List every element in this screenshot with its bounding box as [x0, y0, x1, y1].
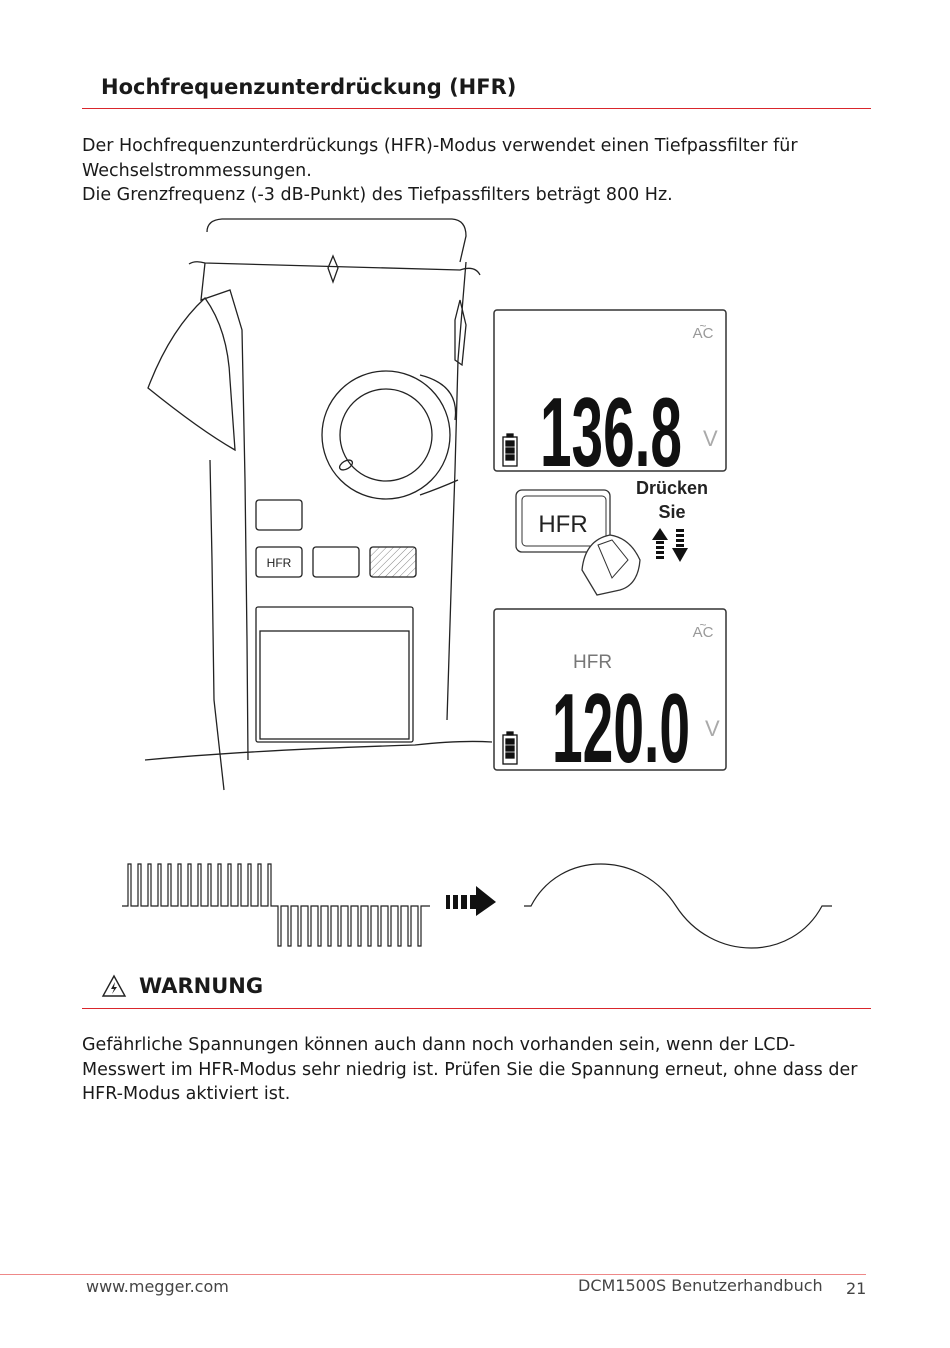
press-hfr-callout: HFR Drücken Sie: [515, 478, 708, 596]
title-divider: [82, 108, 871, 109]
arrow-right-icon: [446, 886, 496, 916]
lcd-display-after: AC ~ HFR 120.0 V: [493, 608, 727, 783]
finger-icon: [581, 534, 641, 596]
hatched-button[interactable]: [369, 546, 417, 578]
footer-divider: [0, 1274, 866, 1275]
warning-divider: [82, 1008, 871, 1009]
ac-indicator: AC: [693, 624, 714, 641]
intro-line: Wechselstrommessungen.: [82, 160, 312, 181]
svg-text:~: ~: [699, 618, 706, 632]
footer-manual-title: DCM1500S Benutzerhandbuch: [578, 1276, 823, 1295]
battery-icon: [502, 433, 518, 467]
footer-website[interactable]: www.megger.com: [86, 1277, 229, 1296]
warning-line: HFR-Modus aktiviert ist.: [82, 1084, 291, 1104]
hfr-illustration: HFR AC ~ 136.8 V HFR Drücken Sie: [122, 218, 832, 949]
sine-wave: [524, 863, 832, 949]
battery-icon: [502, 731, 518, 765]
intro-line: Der Hochfrequenzunterdrückungs (HFR)-Mod…: [82, 136, 798, 156]
intro-line: Die Grenzfrequenz (-3 dB-Punkt) des Tief…: [82, 185, 673, 205]
hfr-button-label: HFR: [267, 556, 292, 570]
press-instruction: Sie: [658, 502, 685, 522]
high-voltage-warning-icon: [101, 974, 127, 997]
clamp-meter-drawing: [144, 218, 493, 791]
svg-text:~: ~: [699, 319, 706, 333]
ac-indicator: AC: [693, 325, 714, 342]
warning-title: WARNUNG: [139, 974, 264, 998]
warning-line: Messwert im HFR-Modus sehr niedrig ist. …: [82, 1059, 858, 1080]
unit-label: V: [703, 426, 718, 451]
lcd-reading: 136.8: [540, 377, 682, 487]
lcd-reading: 120.0: [552, 673, 690, 783]
section-title: Hochfrequenzunterdrückung (HFR): [101, 75, 517, 99]
warning-paragraph: Gefährliche Spannungen können auch dann …: [82, 1033, 872, 1107]
intro-paragraph: Der Hochfrequenzunterdrückungs (HFR)-Mod…: [82, 134, 872, 208]
up-down-arrows-icon: [652, 528, 688, 562]
warning-heading: WARNUNG: [101, 974, 263, 998]
warning-line: Gefährliche Spannungen können auch dann …: [82, 1035, 796, 1055]
unit-label: V: [705, 716, 720, 741]
hfr-button[interactable]: [255, 546, 303, 578]
press-instruction: Drücken: [636, 478, 708, 498]
hfr-indicator: HFR: [573, 652, 612, 673]
lcd-display-before: AC ~ 136.8 V: [493, 309, 727, 487]
press-button-label: HFR: [538, 511, 587, 538]
noisy-square-wave: [122, 863, 430, 947]
page-number: 21: [846, 1279, 867, 1298]
